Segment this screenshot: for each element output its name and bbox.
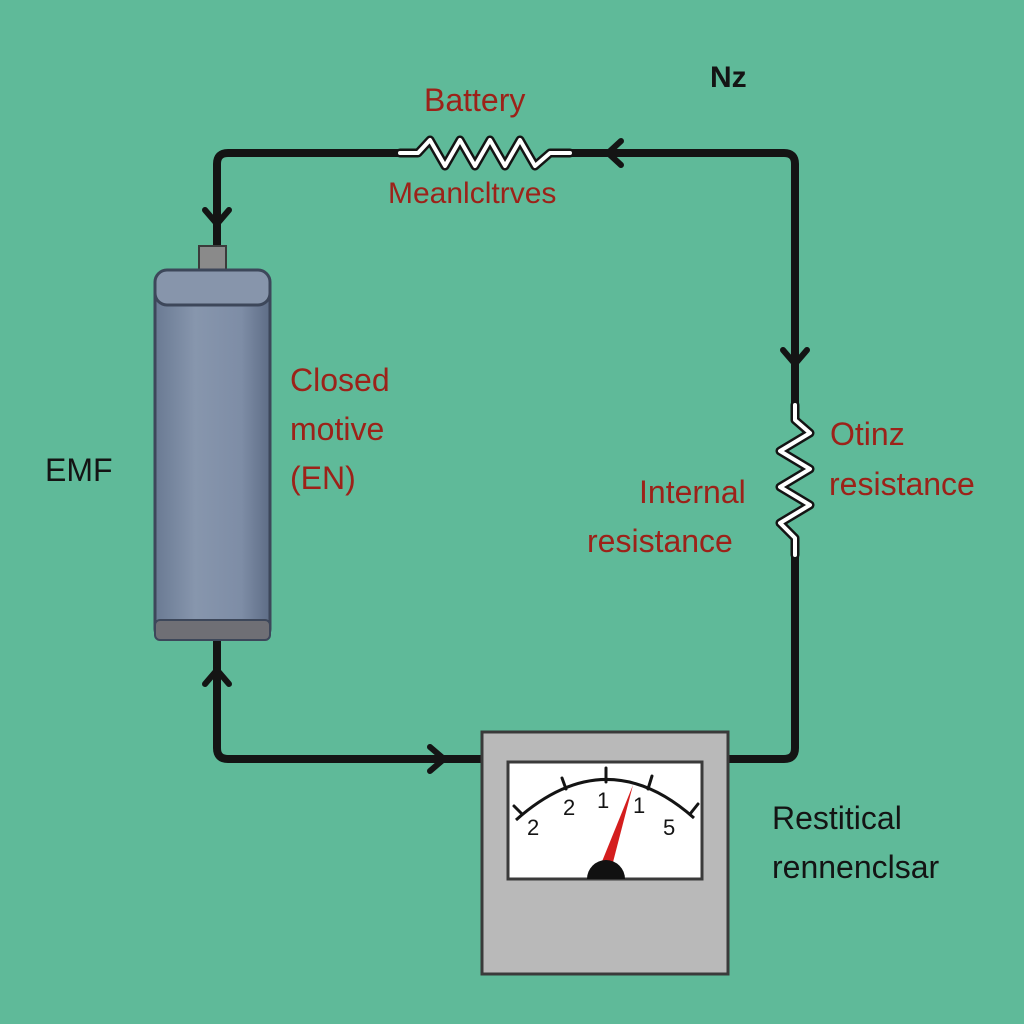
otinz-label: Otinz: [830, 416, 905, 452]
meter-scale-label: 1: [633, 793, 645, 818]
meter-needle: [601, 785, 633, 866]
arrow-down-right-icon: [780, 347, 810, 367]
meter-scale-ticks: [512, 766, 700, 816]
top-label-nz: Nz: [710, 61, 747, 94]
battery-cell: [153, 245, 272, 641]
battery-bottom-band: [154, 619, 271, 641]
battery-resistor-symbol: [395, 135, 575, 171]
meter-scale-label: 1: [597, 788, 609, 813]
meter-scale-label: 2: [563, 795, 575, 820]
meter-scale-label: 2: [527, 815, 539, 840]
internal-resistance-symbol: [775, 400, 815, 560]
battery-label: Battery: [424, 82, 526, 118]
motive-label: motive: [290, 411, 385, 447]
arrow-down-left-icon: [202, 207, 232, 227]
meanlctives-label: Meanlcltrves: [388, 177, 557, 210]
arrow-left-top-icon: [605, 138, 624, 168]
meter-pivot: [587, 860, 625, 879]
circuit-wire: [213, 149, 799, 763]
meter-scale-label: 5: [663, 815, 675, 840]
internal-label: Internal: [639, 474, 746, 510]
battery-body: [153, 278, 272, 640]
resistance-meter: 2 2 1 1 5: [480, 730, 730, 976]
restitical-label: Restitical: [772, 800, 902, 836]
rennenclsar-label: rennenclsar: [772, 849, 940, 885]
emf-label: EMF: [45, 452, 113, 488]
closed-label: Closed: [290, 362, 390, 398]
battery-top-cap: [153, 268, 272, 307]
resistance-left-label: resistance: [587, 523, 733, 559]
en-label: (EN): [290, 460, 356, 496]
resistance-right-label: resistance: [829, 466, 975, 502]
current-direction-arrows: [202, 138, 810, 774]
arrow-up-left-icon: [202, 667, 232, 687]
arrow-right-bottom-icon: [427, 744, 447, 774]
